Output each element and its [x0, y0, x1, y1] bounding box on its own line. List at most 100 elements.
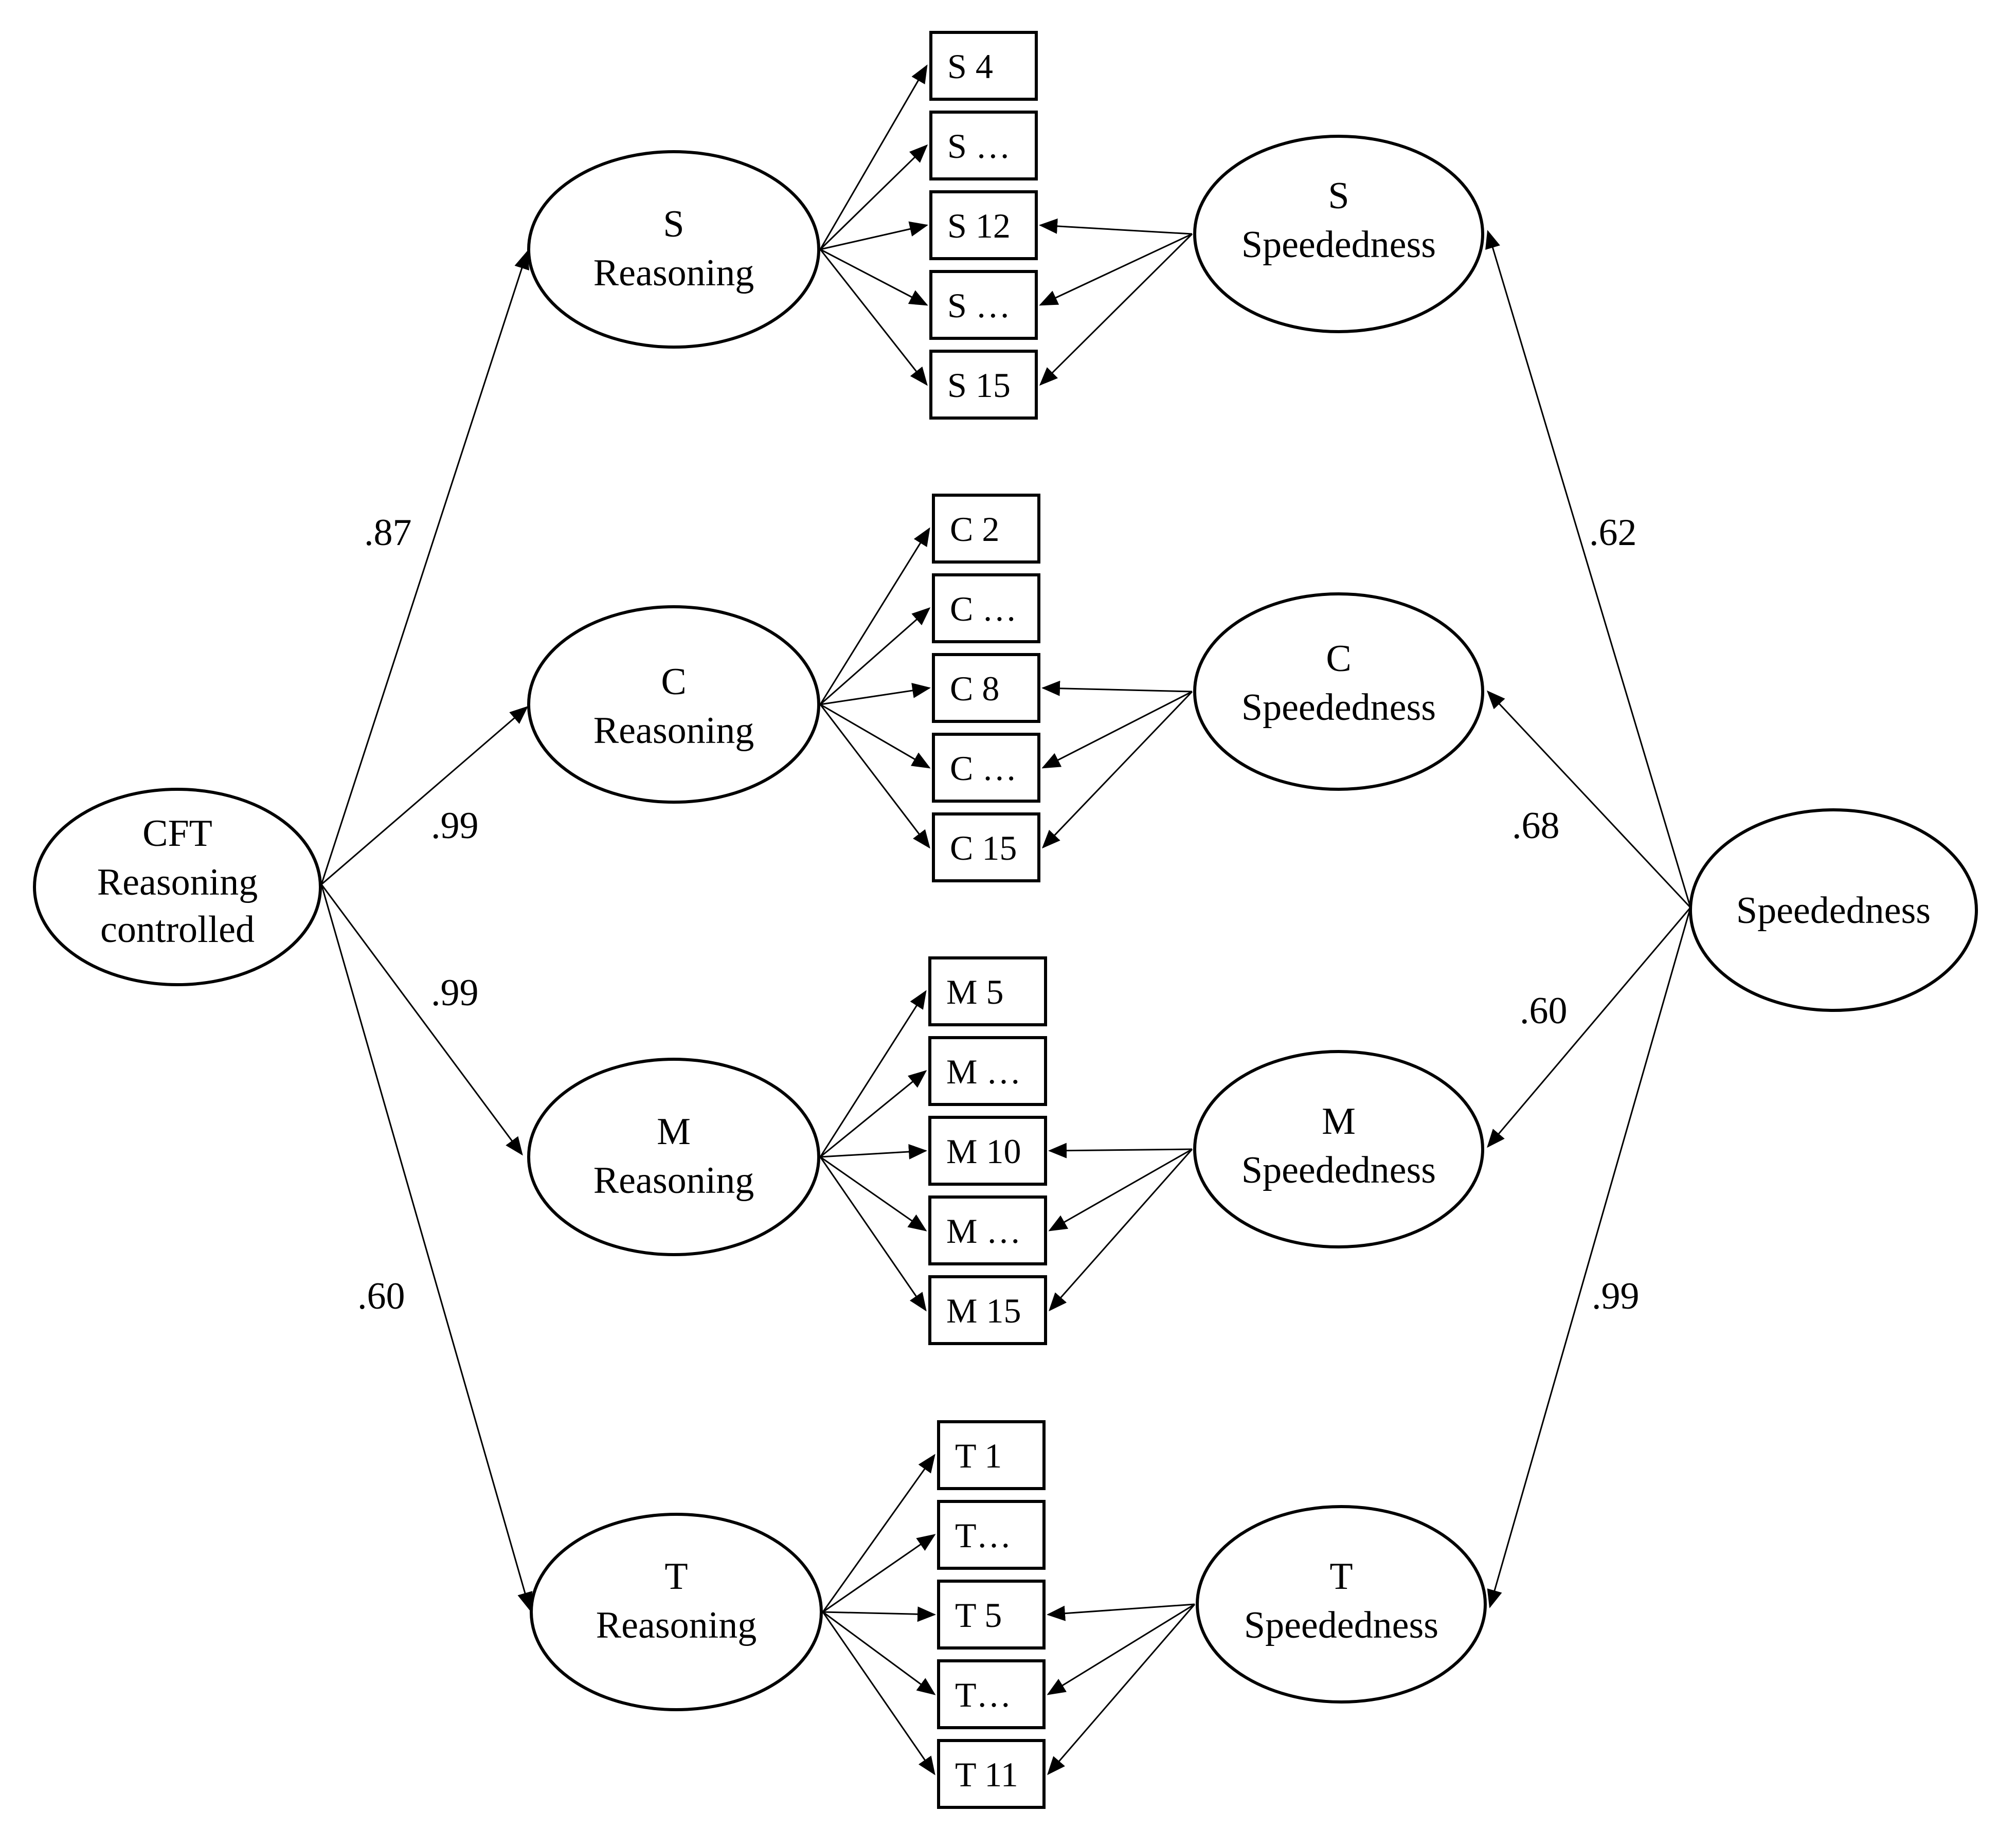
speededness-loading-t: .99 [1592, 1275, 1640, 1317]
m-reasoning-factor [527, 1058, 820, 1256]
s-reasoning-factor [527, 150, 820, 349]
indicator-box [932, 573, 1040, 643]
indicator-box [929, 270, 1038, 340]
indicator-label: T… [955, 1516, 1012, 1555]
speededness-loading-s: .62 [1589, 512, 1637, 554]
indicator-loading-arrow [820, 1070, 927, 1158]
indicator-loading-arrow [819, 527, 930, 705]
reasoning-label-line1: T [664, 1555, 688, 1598]
reasoning-loading-t: .60 [357, 1275, 405, 1317]
loading-arrow [320, 884, 523, 1156]
speed-indicator-arrow [1048, 1143, 1193, 1158]
reasoning-label-line2: Reasoning [593, 710, 754, 752]
reasoning-label-line1: M [657, 1111, 691, 1153]
reasoning-label-line1: C [661, 661, 686, 703]
indicator-loading-arrow [820, 1156, 927, 1231]
loading-arrow [1487, 907, 1691, 1148]
c-reasoning-factor [527, 605, 820, 804]
indicator-label: C 15 [950, 828, 1017, 867]
indicator-box [932, 733, 1040, 803]
factor-label-line1: CFT [142, 812, 212, 855]
reasoning-loading-m: .99 [431, 972, 479, 1014]
subtest-block-c: C Reasoning C Speededness C 2 C … C 8 C … [527, 494, 1484, 882]
indicator-loading-arrow [819, 249, 928, 386]
indicator-label: C 8 [950, 669, 999, 708]
indicator-box [928, 1036, 1047, 1106]
speededness-loading-m: .60 [1520, 990, 1568, 1032]
indicator-box [932, 653, 1040, 723]
indicator-label: S … [947, 286, 1011, 325]
indicator-label: S 12 [947, 206, 1011, 245]
factor-label-line3: controlled [100, 909, 255, 951]
t-speededness-factor [1196, 1505, 1487, 1704]
s-speededness-factor [1193, 135, 1484, 333]
speed-indicator-arrow [1041, 691, 1193, 849]
indicator-loading-arrow [820, 221, 928, 250]
speededness-label-line2: Speededness [1244, 1604, 1438, 1646]
indicator-box [929, 31, 1038, 101]
indicator-loading-arrow [820, 607, 931, 705]
indicator-box [937, 1500, 1046, 1570]
speed-indicator-arrow [1039, 233, 1193, 386]
indicator-loading-arrow [819, 144, 928, 250]
indicator-box [929, 350, 1038, 420]
indicator-loading-arrow [819, 704, 930, 849]
loading-arrow [1487, 907, 1691, 1608]
speededness-label-line2: Speededness [1241, 1149, 1436, 1191]
indicator-loading-arrow [822, 1611, 935, 1775]
indicator-loading-arrow [820, 683, 931, 705]
indicator-label: S 4 [947, 47, 993, 86]
speed-indicator-arrow [1047, 1603, 1195, 1621]
speededness-label-line2: Speededness [1241, 686, 1436, 729]
speededness-loading-c: .68 [1512, 805, 1560, 847]
indicator-loading-arrow [819, 64, 928, 250]
speed-indicator-arrow [1039, 218, 1193, 235]
indicator-box [928, 1116, 1047, 1186]
subtest-block-m: M Reasoning M Speededness M 5 M … M 10 M… [527, 956, 1484, 1345]
indicator-label: T… [955, 1675, 1012, 1714]
indicator-box [932, 812, 1040, 882]
reasoning-loading-c: .99 [431, 805, 479, 847]
t-reasoning-factor [530, 1513, 823, 1711]
indicator-box [929, 111, 1038, 180]
reasoning-label-line1: S [663, 203, 684, 245]
indicator-box [928, 1195, 1047, 1265]
loading-arrow [321, 706, 529, 885]
speededness-label-line1: T [1329, 1555, 1353, 1598]
speed-indicator-arrow [1049, 1149, 1193, 1312]
indicator-label: M … [946, 1052, 1021, 1091]
loading-arrow [1486, 690, 1691, 909]
loading-arrow [1485, 230, 1691, 908]
factor-label-line2: Reasoning [97, 861, 258, 903]
indicator-box [932, 494, 1040, 564]
indicator-box [928, 1275, 1047, 1345]
subtest-block-s: S Reasoning S Speededness S 4 S … S 12 S… [527, 31, 1484, 420]
indicator-box [937, 1659, 1046, 1729]
speededness-label-line1: M [1322, 1100, 1356, 1143]
indicator-loading-arrow [819, 1156, 927, 1312]
indicator-loading-arrow [822, 1534, 936, 1613]
speed-indicator-arrow [1039, 233, 1193, 306]
indicator-loading-arrow [820, 703, 931, 769]
indicator-label: M 5 [946, 972, 1003, 1011]
reasoning-loading-s: .87 [364, 512, 412, 554]
cft-reasoning-controlled-factor: CFT Reasoning controlled [33, 788, 322, 986]
reasoning-label-line2: Reasoning [593, 252, 754, 294]
indicator-loading-arrow [820, 1144, 927, 1159]
indicator-label: M … [946, 1211, 1021, 1251]
speed-indicator-arrow [1048, 1148, 1193, 1231]
indicator-loading-arrow [822, 1606, 936, 1622]
speed-indicator-arrow [1047, 1603, 1195, 1695]
m-speededness-factor [1193, 1050, 1484, 1248]
speed-indicator-arrow [1047, 1604, 1196, 1775]
speed-indicator-arrow [1041, 680, 1193, 696]
indicator-box [929, 190, 1038, 260]
speededness-factor-label: Speededness [1736, 890, 1931, 932]
indicator-box [937, 1739, 1046, 1809]
indicator-loading-arrow [822, 1611, 936, 1695]
indicator-label: C 2 [950, 510, 999, 549]
reasoning-label-line2: Reasoning [596, 1604, 757, 1646]
speededness-label-line1: S [1328, 175, 1349, 217]
loading-arrow [320, 250, 530, 885]
